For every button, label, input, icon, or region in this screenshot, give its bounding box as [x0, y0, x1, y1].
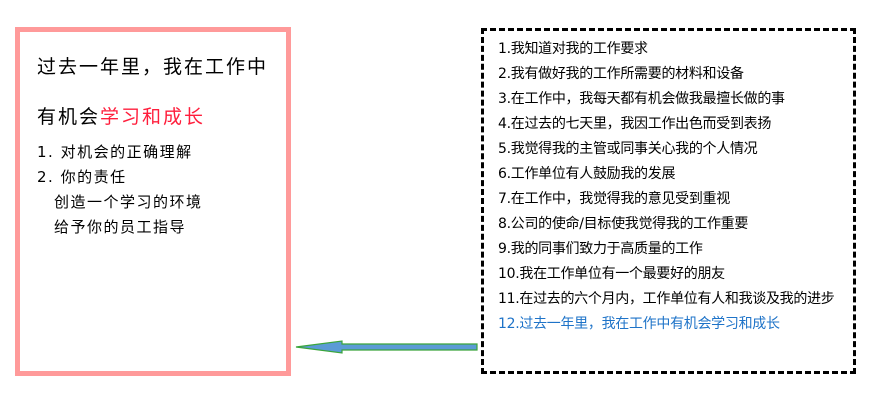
- list-item: 9.我的同事们致力于高质量的工作: [498, 241, 703, 257]
- left-title-line2: 有机会学习和成长: [37, 102, 205, 129]
- list-item: 2.我有做好我的工作所需要的材料和设备: [498, 66, 744, 82]
- list-item: 3.在工作中，我每天都有机会做我最擅长做的事: [498, 91, 785, 107]
- left-box: 过去一年里，我在工作中 有机会学习和成长 1. 对机会的正确理解 2. 你的责任…: [15, 27, 291, 376]
- list-item: 5.我觉得我的主管或同事关心我的个人情况: [498, 141, 758, 157]
- list-item: 4.在过去的七天里，我因工作出色而受到表扬: [498, 116, 772, 132]
- left-sub-item: 给予你的员工指导: [54, 218, 187, 236]
- left-title-line1: 过去一年里，我在工作中: [37, 56, 269, 78]
- right-dashed-box: 1.我知道对我的工作要求 2.我有做好我的工作所需要的材料和设备 3.在工作中，…: [481, 28, 856, 374]
- left-item: 2. 你的责任: [37, 168, 127, 186]
- left-arrow-icon: [295, 340, 478, 354]
- list-item: 7.在工作中，我觉得我的意见受到重视: [498, 191, 730, 207]
- title-prefix: 有机会: [37, 106, 101, 128]
- list-item: 11.在过去的六个月内，工作单位有人和我谈及我的进步: [498, 291, 835, 307]
- list-item: 6.工作单位有人鼓励我的发展: [498, 166, 676, 182]
- title-highlight: 学习和成长: [100, 106, 206, 128]
- highlighted-list-item: 12.过去一年里，我在工作中有机会学习和成长: [498, 316, 780, 332]
- left-sub-item: 创造一个学习的环境: [54, 193, 203, 211]
- left-item: 1. 对机会的正确理解: [37, 143, 193, 161]
- list-item: 10.我在工作单位有一个最要好的朋友: [498, 266, 725, 282]
- list-item: 8.公司的使命/目标使我觉得我的工作重要: [498, 216, 749, 232]
- left-items: 1. 对机会的正确理解 2. 你的责任 创造一个学习的环境 给予你的员工指导: [37, 140, 203, 240]
- arrow-shape: [295, 340, 478, 354]
- right-list: 1.我知道对我的工作要求 2.我有做好我的工作所需要的材料和设备 3.在工作中，…: [498, 37, 848, 337]
- list-item: 1.我知道对我的工作要求: [498, 41, 648, 57]
